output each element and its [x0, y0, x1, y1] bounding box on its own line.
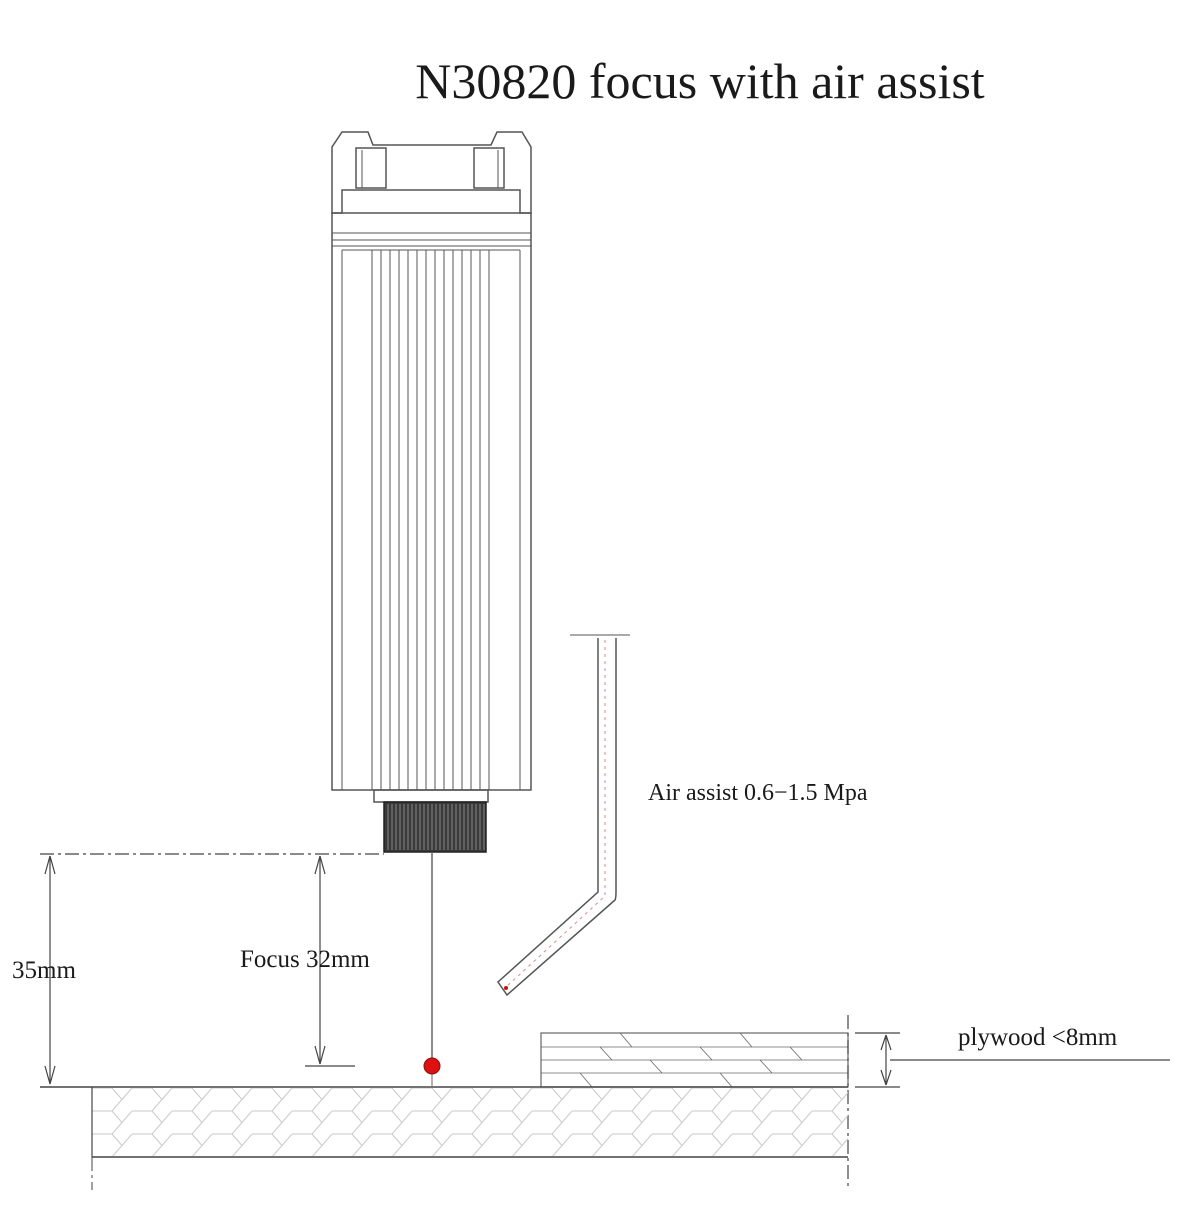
laser-module-cap	[331, 131, 532, 214]
total-distance-label: 35mm	[12, 957, 76, 984]
air-assist-label: Air assist 0.6−1.5 Mpa	[648, 780, 868, 806]
plywood-thickness-label: plywood <8mm	[958, 1024, 1118, 1051]
heatsink-fins	[371, 250, 490, 790]
laser-module-body	[331, 212, 532, 803]
dimension-focus-32mm	[305, 855, 355, 1067]
air-assist-tube	[497, 634, 630, 997]
plywood-board	[540, 1032, 849, 1088]
focus-distance-label: Focus 32mm	[240, 946, 370, 973]
focus-point	[423, 1057, 441, 1075]
focus-lens-knob	[383, 801, 487, 853]
honeycomb-bed	[40, 1086, 848, 1190]
diagram-title: N30820 focus with air assist	[415, 53, 985, 109]
dimension-35mm	[40, 853, 384, 1085]
